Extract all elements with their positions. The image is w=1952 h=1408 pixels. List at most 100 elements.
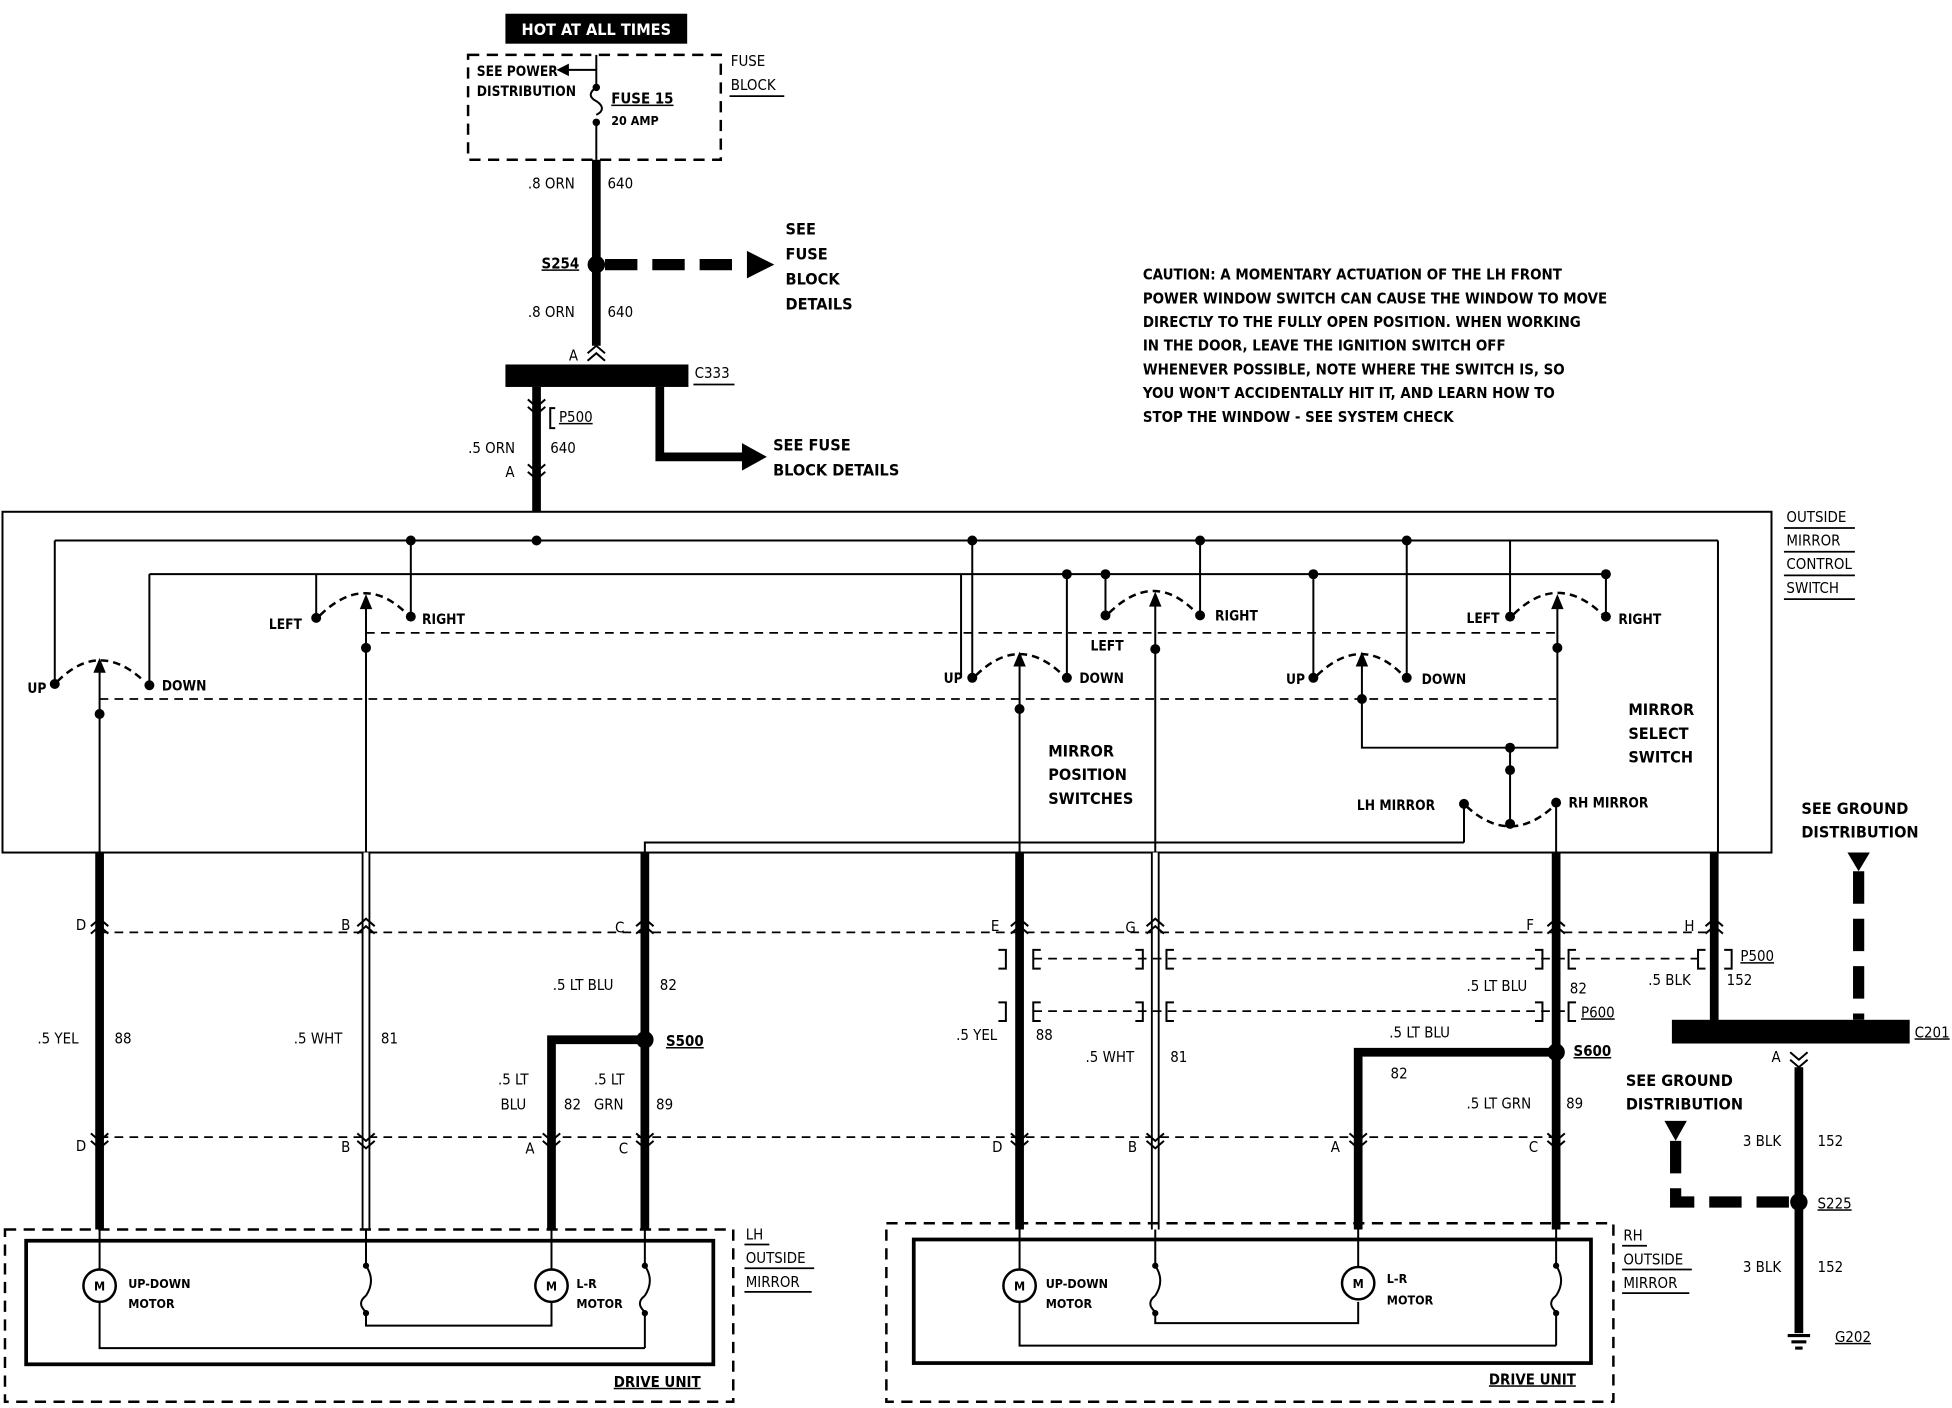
rh-down-label: DOWN <box>1422 672 1467 688</box>
lh-pin-c-bottom-chevron <box>635 1132 655 1150</box>
lh-left-contact <box>311 612 322 623</box>
caution-line-2: POWER WINDOW SWITCH CAN CAUSE THE WINDOW… <box>1143 289 1607 307</box>
rh-drive-unit-box <box>911 1237 1593 1365</box>
see-fuse-block-details-1-line2: FUSE <box>786 245 828 264</box>
caution-line-4: IN THE DOOR, LEAVE THE IGNITION SWITCH O… <box>1143 337 1506 355</box>
fuse-rating: 20 AMP <box>611 113 658 128</box>
caution-note: CAUTION: A MOMENTARY ACTUATION OF THE LH… <box>1142 266 1607 426</box>
lh-limit1-return <box>365 1301 553 1327</box>
connector-p500-top-label: P500 <box>559 408 593 426</box>
lh-pin-d-top-chevron <box>90 917 109 935</box>
rh-mirror-dashed-box <box>885 1222 1615 1404</box>
rh-pin-d-bottom-chevron <box>1010 1132 1029 1150</box>
see-power-distribution-line2: DISTRIBUTION <box>477 84 576 100</box>
switch-pin-a-chevron <box>527 463 546 481</box>
lh-wire-a-circuit: 82 <box>564 1096 581 1114</box>
caution-line-7: STOP THE WINDOW - SEE SYSTEM CHECK <box>1143 408 1454 426</box>
lh-wire-c2-size-2: GRN <box>594 1096 624 1114</box>
rh-right-label: RIGHT <box>1618 612 1661 628</box>
lh-wire-d-circuit: 88 <box>115 1029 132 1047</box>
lh-wire-a-size-1: .5 LT <box>498 1071 529 1089</box>
rh-wire-e-circuit: 88 <box>1036 1026 1053 1044</box>
lh-wiring: D B C D B A C .5 YEL 88 .5 WHT 81 .5 LT … <box>37 852 1712 1230</box>
switch-pin-a-label: A <box>505 463 515 481</box>
select-common-loop <box>1360 601 1559 749</box>
rh-pin-d-bottom: D <box>992 1138 1002 1156</box>
lh-limit2-top-node <box>641 1262 648 1269</box>
rh-drive-unit-label: DRIVE UNIT <box>1489 1370 1577 1388</box>
rh-wire-c-circuit: 89 <box>1566 1094 1583 1112</box>
lh-wire-d-size: .5 YEL <box>37 1029 79 1047</box>
rh-limit2-top-node <box>1553 1262 1560 1269</box>
see-power-distribution-line1: SEE POWER <box>477 64 558 80</box>
lh-mirror-feed-to-c <box>643 841 1464 853</box>
rh-limit-switch-1 <box>1149 1265 1162 1313</box>
rh-wire-f-size: .5 LT BLU <box>1466 977 1527 995</box>
lh-pin-a-bottom: A <box>525 1139 535 1157</box>
rh-leftright-arc <box>1512 591 1604 616</box>
mps-right-label: RIGHT <box>1215 608 1258 624</box>
rh-pin-a-bottom: A <box>1331 1138 1341 1156</box>
rh-right-contact <box>1600 611 1611 622</box>
lh-right-contact <box>405 611 416 622</box>
rh-inline-connectors <box>998 948 1733 1023</box>
rh-wire-g-circuit: 81 <box>1170 1048 1187 1066</box>
wire-640-switch-size: .5 ORN <box>468 439 515 457</box>
rh-mirror-label-3: MIRROR <box>1623 1274 1677 1292</box>
connector-p500-rh-label: P500 <box>1740 947 1774 965</box>
lh-pin-b-top: B <box>341 916 350 934</box>
caution-line-3: DIRECTLY TO THE FULLY OPEN POSITION. WHE… <box>1143 313 1581 331</box>
ground-wire1-size: 3 BLK <box>1743 1132 1782 1150</box>
rh-up-contact <box>1308 672 1319 683</box>
splice-s600 <box>1547 1043 1565 1061</box>
lh-pin-b-top-chevron <box>356 917 376 935</box>
lh-mirror-label-2: OUTSIDE <box>746 1249 806 1267</box>
see-fuse-block-details-2-line2: BLOCK DETAILS <box>773 461 899 480</box>
lh-pin-d-top: D <box>76 916 86 934</box>
rh-up-label: UP <box>1286 672 1305 688</box>
ground-circuit: SEE GROUND DISTRIBUTION C201 A SEE GROUN… <box>1626 799 1950 1350</box>
rh-pin-e-top: E <box>991 917 999 935</box>
see-fuse-block-details-1-line3: BLOCK <box>786 270 841 289</box>
ground-dist-2-arrow <box>1664 1120 1687 1141</box>
fuse-block-box <box>466 53 723 162</box>
wire-640-lower-size: .8 ORN <box>528 303 575 321</box>
lh-lr-motor-icon <box>534 1268 569 1304</box>
mps-up-label: UP <box>944 671 963 687</box>
control-switch-label-2: MIRROR <box>1786 531 1840 549</box>
lh-switch-pair: UP DOWN LEFT RIGHT <box>27 592 465 853</box>
lh-pin-a-bottom-chevron <box>542 1132 561 1150</box>
mps-left-contact <box>1100 610 1111 621</box>
lh-limit1-top-node <box>362 1262 370 1269</box>
lh-outside-mirror: LH OUTSIDE MIRROR DRIVE UNIT M UP-DOWN M… <box>3 1225 815 1404</box>
see-ground-distribution-2-line2: DISTRIBUTION <box>1626 1095 1743 1114</box>
rh-wire-a-size: .5 LT BLU <box>1389 1023 1450 1041</box>
mps-up-contact <box>967 672 978 683</box>
ground-wire2-size: 3 BLK <box>1743 1258 1782 1276</box>
rh-pin-f-top: F <box>1526 916 1534 934</box>
s254-branch-arrow <box>746 250 775 279</box>
p500-bracket-e-r <box>1032 948 1041 970</box>
rh-left-label: LEFT <box>1466 611 1500 627</box>
rh-motor2-symbol: M <box>1353 1276 1364 1291</box>
rh-wire-h-circuit: 152 <box>1727 971 1753 989</box>
mps-leftright-arc <box>1108 589 1198 614</box>
c333-pin-label: A <box>569 347 579 365</box>
ground-point-label: G202 <box>1835 1328 1871 1346</box>
lh-mirror-label-1: LH <box>746 1225 764 1243</box>
splice-s500-label: S500 <box>666 1032 704 1050</box>
rh-motor1-symbol: M <box>1014 1279 1025 1294</box>
p500-bracket-h-l <box>1697 948 1706 970</box>
control-switch-label-4: SWITCH <box>1786 579 1839 597</box>
fuse-name: FUSE 15 <box>611 90 673 108</box>
switch-buses <box>53 535 1719 853</box>
rh-wire-h-size: .5 BLK <box>1648 971 1692 989</box>
lh-limit-switch-2 <box>638 1265 651 1313</box>
ground-wire2-circuit: 152 <box>1818 1258 1844 1276</box>
wire-640-switch-circuit: 640 <box>550 439 576 457</box>
lh-mirror-label-3: MIRROR <box>746 1273 800 1291</box>
rh-mirror-label-2: OUTSIDE <box>1623 1250 1683 1268</box>
p500-bracket-e-l <box>998 948 1007 970</box>
rh-down-contact <box>1401 672 1412 683</box>
rh-limit-switch-2 <box>1550 1265 1563 1313</box>
